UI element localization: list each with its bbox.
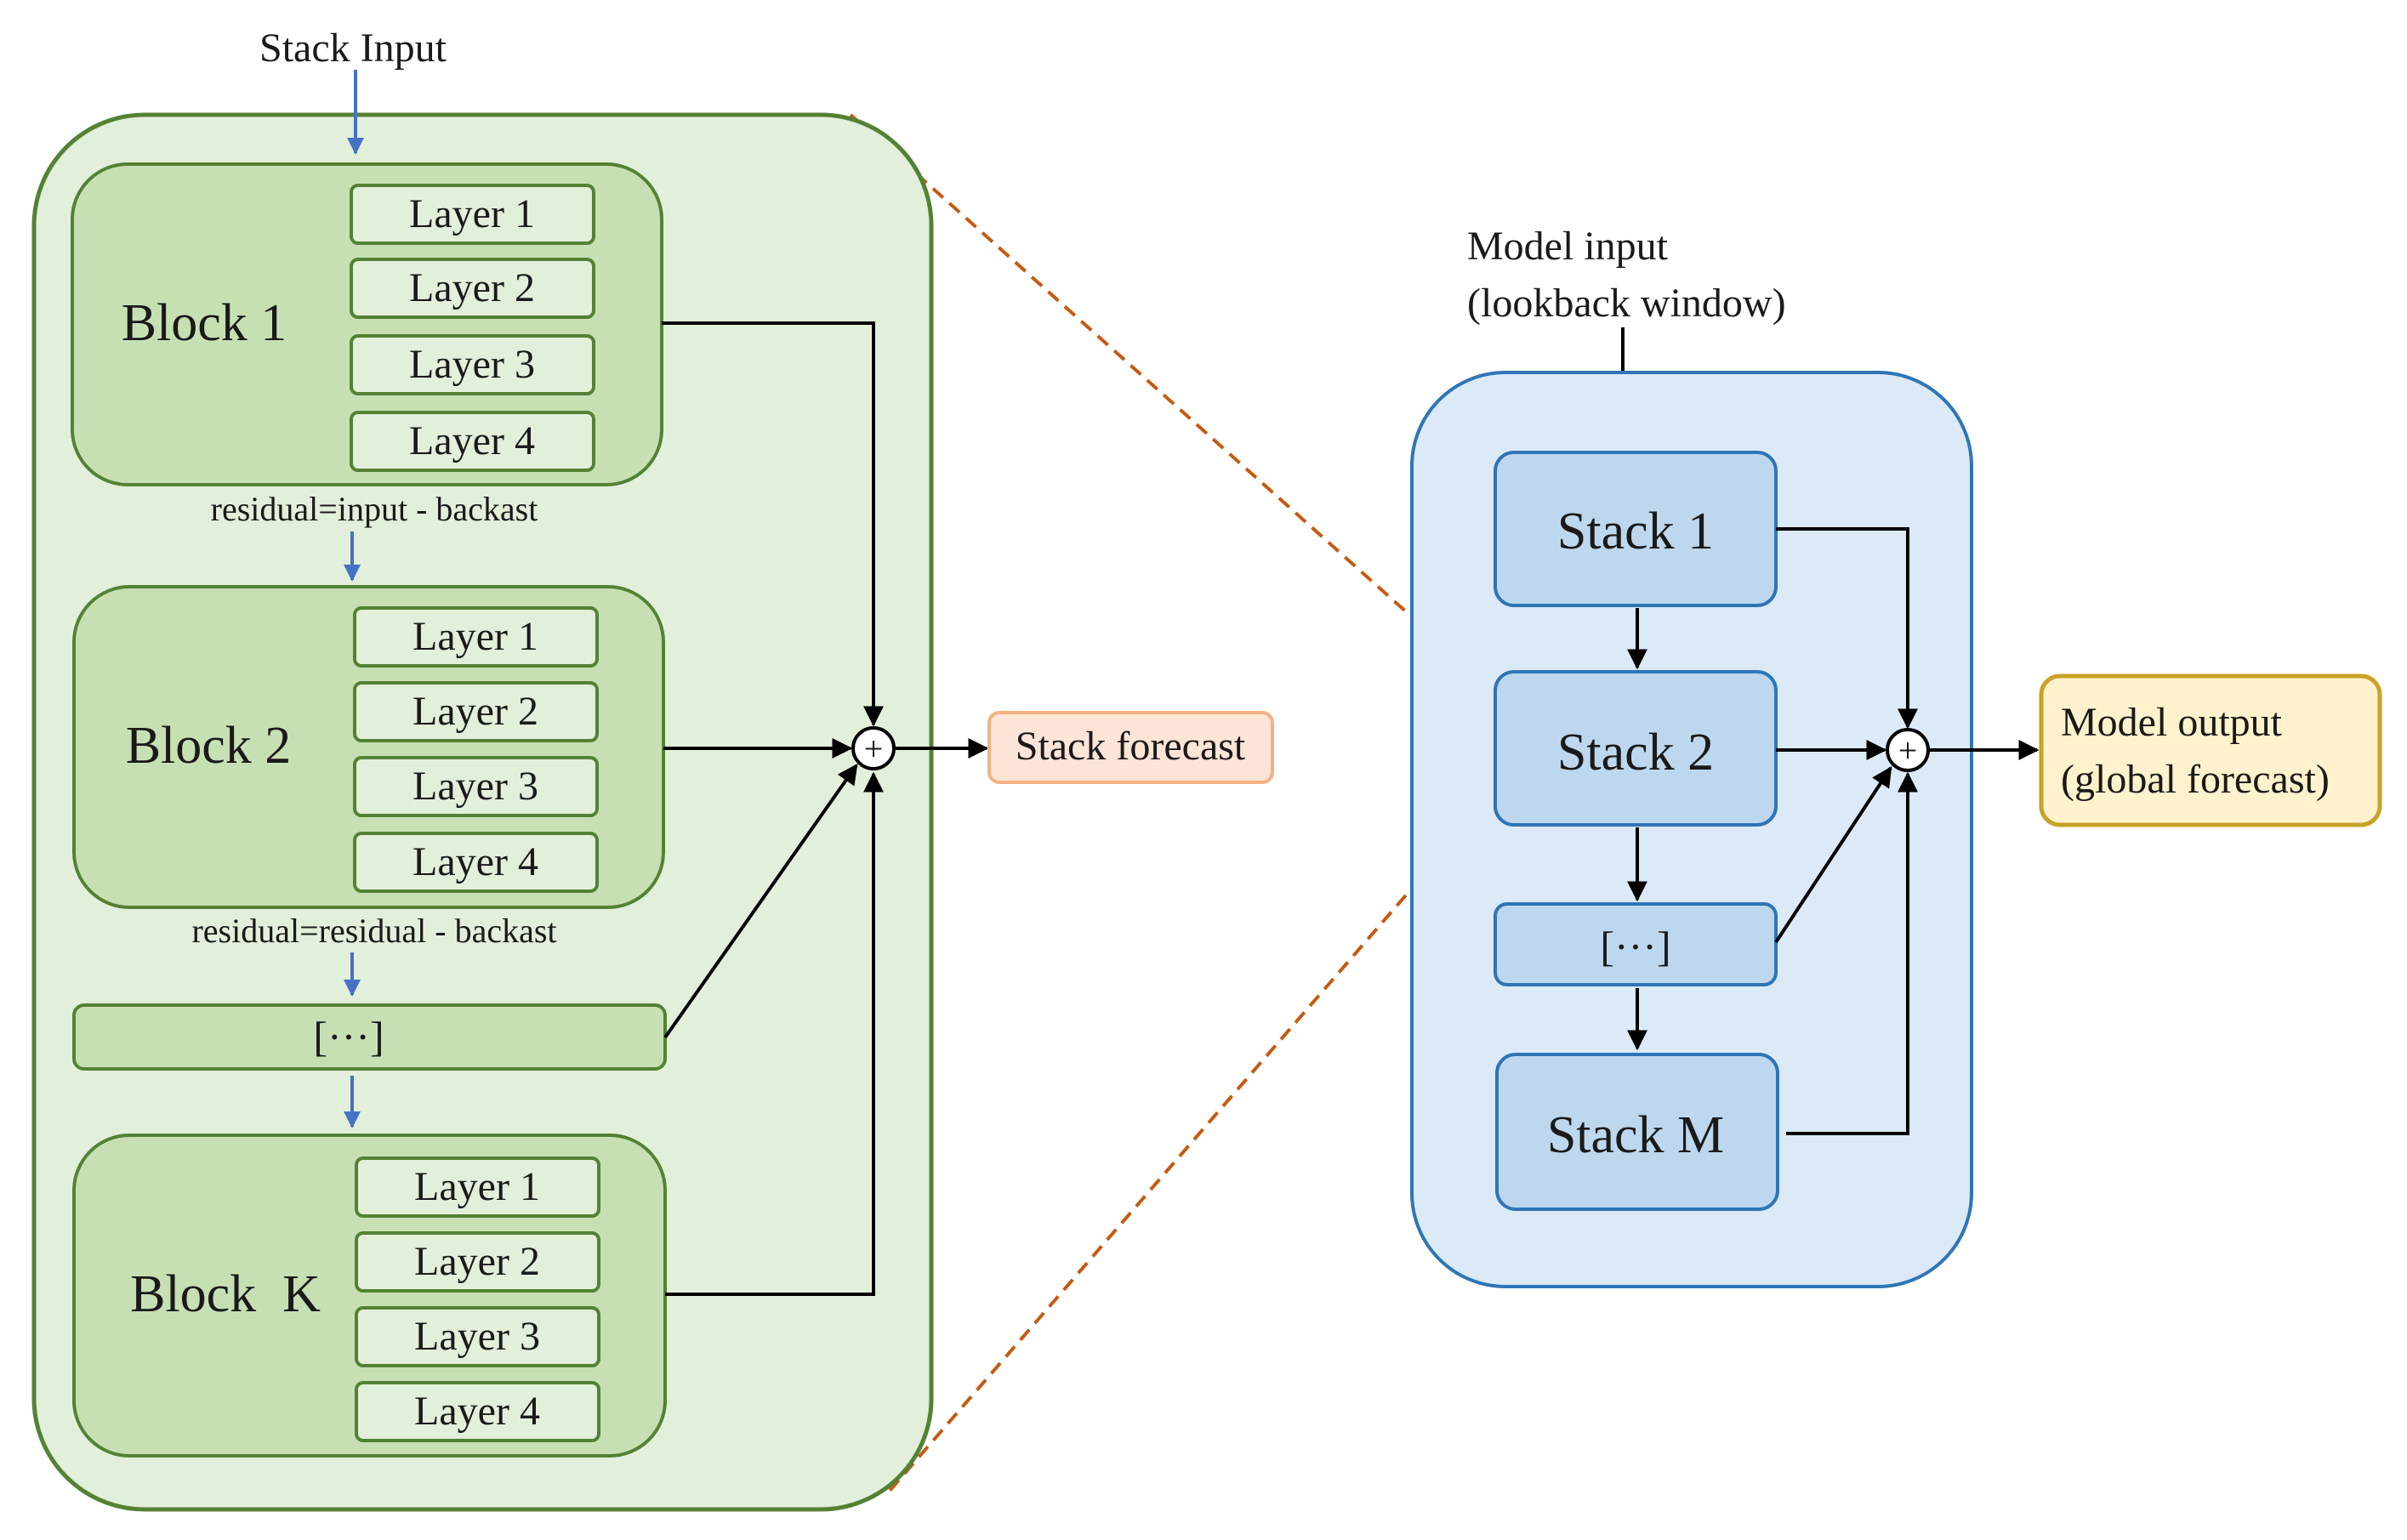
block-1-layer-3: Layer 3 — [350, 334, 595, 395]
stack-input-label: Stack Input — [259, 26, 447, 71]
svg-text:Layer 2: Layer 2 — [414, 1239, 540, 1284]
svg-text:[···]: [···] — [1600, 923, 1670, 970]
svg-text:Layer 4: Layer 4 — [409, 418, 535, 463]
svg-text:Layer 3: Layer 3 — [414, 1314, 540, 1359]
model-output-line2: (global forecast) — [2061, 757, 2330, 802]
zoom-line-bottom — [883, 793, 1494, 1498]
stack-ellipsis-forecast-connector — [1774, 765, 1892, 944]
model-input-label-line1: Model input — [1467, 224, 1669, 269]
stack-ellipsis: [···] — [1494, 902, 1778, 986]
block-k-layer-1: Layer 1 — [355, 1156, 600, 1218]
stack-2: Stack 2 — [1494, 670, 1778, 827]
block-2-layer-3: Layer 3 — [353, 756, 599, 817]
svg-text:Stack 1: Stack 1 — [1557, 503, 1714, 560]
block-1-layer-1: Layer 1 — [350, 184, 595, 245]
svg-text:+: + — [864, 730, 884, 768]
svg-text:Layer 3: Layer 3 — [409, 342, 535, 387]
stack-sum-node: + — [851, 726, 896, 770]
model-input-label-line2: (lookback window) — [1467, 281, 1786, 326]
block-k-layer-3: Layer 3 — [355, 1306, 600, 1367]
stack-m-forecast-connector — [1786, 771, 1918, 1135]
model-output-box: Model output (global forecast) — [2039, 673, 2382, 827]
stack-forecast-box: Stack forecast — [987, 711, 1274, 784]
svg-text:Layer 2: Layer 2 — [413, 689, 538, 734]
block-1: Block 1 Layer 1 Layer 2 Layer 3 Layer 4 — [71, 162, 663, 486]
zoom-line-top — [849, 113, 1499, 695]
svg-text:Layer 1: Layer 1 — [413, 614, 538, 659]
svg-text:Layer 4: Layer 4 — [414, 1389, 540, 1434]
block-1-forecast-connector — [662, 321, 884, 727]
svg-text:Layer 1: Layer 1 — [409, 191, 535, 236]
block-2-label: Block 2 — [126, 717, 292, 775]
block-ellipsis: [···] — [72, 1003, 667, 1071]
svg-text:Stack M: Stack M — [1547, 1106, 1724, 1164]
block-k: Block K Layer 1 Layer 2 Layer 3 Layer 4 — [72, 1134, 667, 1458]
block-k-label: Block K — [130, 1265, 321, 1323]
block-2-layer-1: Layer 1 — [353, 606, 599, 668]
model-output-line1: Model output — [2061, 700, 2283, 745]
svg-text:+: + — [1898, 731, 1918, 770]
block-k-layer-4: Layer 4 — [355, 1381, 600, 1442]
residual-label-1: residual=input - backast — [211, 490, 538, 528]
block-1-layer-2: Layer 2 — [350, 258, 595, 319]
block-2: Block 2 Layer 1 Layer 2 Layer 3 Layer 4 — [72, 585, 665, 909]
block-1-label: Block 1 — [122, 294, 287, 352]
svg-text:[···]: [···] — [313, 1013, 384, 1060]
block-k-forecast-connector — [665, 771, 884, 1296]
svg-text:Stack 2: Stack 2 — [1557, 724, 1714, 781]
block-ellipsis-forecast-connector — [663, 764, 858, 1039]
stack-1: Stack 1 — [1494, 451, 1778, 607]
block-2-layer-2: Layer 2 — [353, 681, 599, 742]
model-sum-node: + — [1886, 728, 1930, 772]
block-1-layer-4: Layer 4 — [350, 411, 595, 472]
block-2-layer-4: Layer 4 — [353, 832, 599, 893]
svg-text:Stack forecast: Stack forecast — [1016, 724, 1246, 769]
svg-text:Layer 3: Layer 3 — [413, 764, 538, 809]
block-k-layer-2: Layer 2 — [355, 1231, 600, 1293]
stack-1-forecast-connector — [1776, 527, 1918, 730]
stack-m: Stack M — [1495, 1053, 1779, 1211]
svg-text:Layer 2: Layer 2 — [409, 265, 535, 310]
residual-label-2: residual=residual - backast — [191, 912, 556, 950]
svg-text:Layer 1: Layer 1 — [414, 1164, 540, 1209]
svg-text:Layer 4: Layer 4 — [413, 839, 538, 884]
